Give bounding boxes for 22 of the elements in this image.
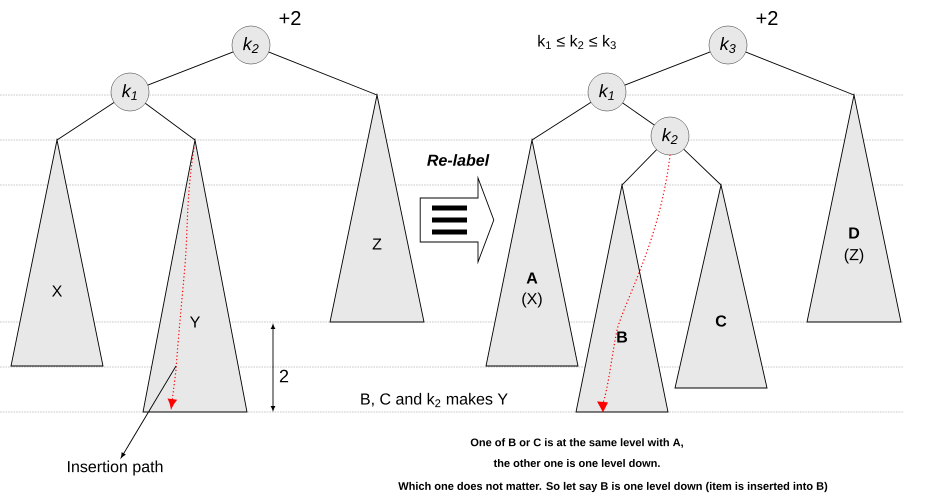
leader-line xyxy=(120,366,176,458)
note-text: Which one does not matter. So let say B is one level down (item is inserted into B) xyxy=(398,482,828,492)
note-text: One of B or C is at the same level with A, xyxy=(470,438,683,448)
block-arrow xyxy=(420,176,494,264)
tree-edge xyxy=(147,52,234,86)
tree-edge xyxy=(268,52,378,96)
leader-text: Insertion path xyxy=(68,460,162,476)
tree-edge xyxy=(622,149,658,186)
comparison-text: k$_{1}$ ≤ k$_{2}$ ≤ k$_{3}$ xyxy=(538,34,616,50)
insertion-path-arrow xyxy=(597,154,671,412)
note-text: B, C and k$_{2}$ makes Y xyxy=(361,392,508,408)
tree-edge xyxy=(624,52,711,86)
tree-edge xyxy=(145,102,196,140)
balance-factor: +2 xyxy=(280,11,300,25)
tree-edge xyxy=(622,102,655,126)
tree-edge xyxy=(56,102,114,140)
note-text: the other one is one level down. xyxy=(494,458,660,468)
tree-edge xyxy=(683,148,722,186)
tree-edge xyxy=(745,52,854,96)
dimension-label: 2 xyxy=(280,370,288,382)
tree-edge xyxy=(532,102,592,140)
balance-factor: +2 xyxy=(756,11,778,25)
